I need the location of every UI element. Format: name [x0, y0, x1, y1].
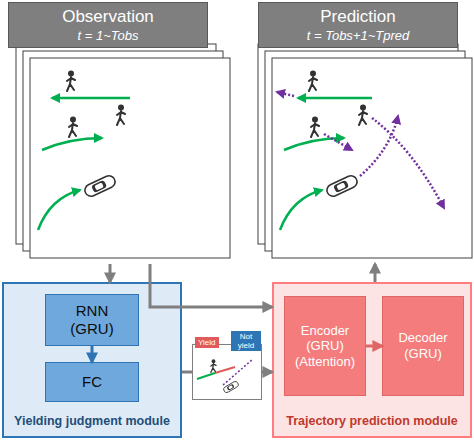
not-yield-tag: Not yield [231, 331, 261, 351]
car-icon [83, 174, 117, 198]
predicted-track [223, 359, 253, 385]
process-box: RNN (GRU) [45, 294, 139, 346]
pedestrian-icon [359, 105, 367, 126]
process-box: Encoder (GRU) (Attention) [284, 296, 366, 396]
observed-track [38, 190, 80, 230]
yield-tag: Yield [195, 337, 219, 348]
pedestrian-icon [67, 71, 75, 92]
box-label: FC [82, 373, 102, 391]
predicted-track [360, 116, 398, 176]
time-range: t = Tobs+1~Tpred [307, 27, 410, 44]
car-icon [223, 380, 240, 393]
observed-track [298, 97, 372, 100]
yield-thumbnail: YieldNot yield [192, 344, 262, 400]
process-box: FC [45, 362, 139, 402]
thumbnail-background [193, 345, 261, 399]
time-range: t = 1~Tobs [78, 27, 139, 44]
flow-arrow [109, 264, 112, 282]
module-box: RNN (GRU) FC Yielding judgment module [2, 282, 182, 438]
prediction-scene [272, 58, 472, 258]
box-label: Encoder (GRU) (Attention) [290, 323, 360, 370]
pedestrian-icon [117, 105, 125, 126]
panel-title: Prediction [320, 7, 396, 27]
module-label: Yielding judgment module [4, 414, 180, 429]
pedestrian-icon [311, 117, 319, 138]
predicted-track [277, 92, 294, 96]
observed-track [42, 138, 102, 150]
predicted-track [372, 118, 444, 208]
observation-panel: Observationt = 1~Tobs [8, 2, 236, 264]
yield-thumbnail-picture [193, 345, 261, 399]
flow-arrow [182, 371, 192, 374]
prediction-panel: Predictiont = Tobs+1~Tpred [258, 2, 472, 264]
yield-track [215, 367, 235, 373]
panel-header: Observationt = 1~Tobs [8, 2, 208, 48]
module-box: Encoder (GRU) (Attention) Decoder (GRU) Tr… [272, 282, 472, 438]
panel-header: Predictiont = Tobs+1~Tpred [258, 2, 458, 48]
observation-scene [30, 58, 230, 258]
observed-track [197, 373, 215, 379]
flow-arrow [262, 371, 272, 374]
observed-track [52, 97, 130, 100]
panel-title: Observation [62, 7, 154, 27]
flow-arrow [374, 264, 377, 282]
frame-front [272, 58, 472, 258]
pedestrian-icon [69, 117, 77, 138]
predicted-track [324, 134, 352, 150]
observed-track [280, 190, 322, 230]
car-icon [325, 174, 359, 198]
box-label: RNN (GRU) [66, 302, 118, 338]
module-label: Trajectory prediction module [274, 414, 470, 429]
pedestrian-icon [309, 71, 317, 92]
process-box: Decoder (GRU) [382, 296, 464, 396]
frame-front [30, 58, 230, 258]
pedestrian-icon [211, 359, 216, 372]
box-label: Decoder (GRU) [395, 330, 451, 361]
